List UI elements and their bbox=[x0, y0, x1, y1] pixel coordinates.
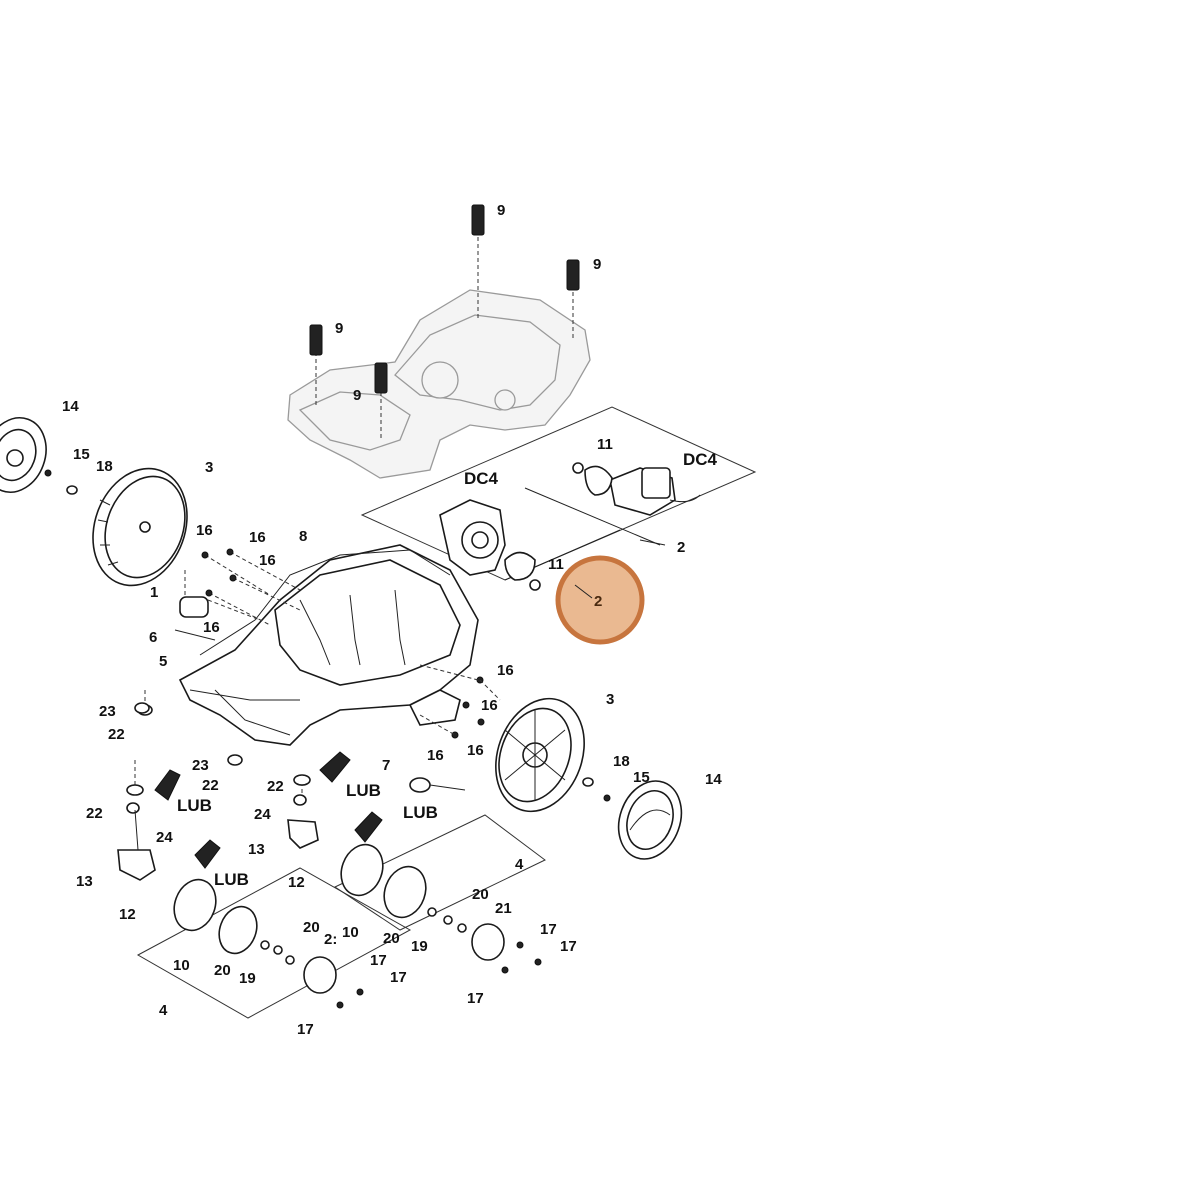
label-16-d: 16 bbox=[203, 619, 220, 636]
caster-pin bbox=[409, 777, 466, 793]
label-16-g: 16 bbox=[427, 747, 444, 764]
label-9-a: 9 bbox=[497, 202, 505, 219]
screw-9-group bbox=[309, 204, 580, 440]
label-1: 1 bbox=[150, 584, 158, 601]
label-24-b: 24 bbox=[156, 829, 173, 846]
label-9-c: 9 bbox=[335, 320, 343, 337]
label-dc4-front: DC4 bbox=[464, 469, 499, 488]
right-hub-cap bbox=[617, 780, 683, 860]
lower-chassis bbox=[178, 544, 479, 746]
label-23-a: 23 bbox=[99, 703, 116, 720]
label-9-b: 9 bbox=[593, 256, 601, 273]
label-lub-d: LUB bbox=[214, 870, 249, 889]
label-23-b: 23 bbox=[192, 757, 209, 774]
label-lub-c: LUB bbox=[403, 803, 438, 822]
hotspot-ring[interactable] bbox=[555, 555, 645, 645]
dc-motor-rear bbox=[572, 462, 701, 516]
right-wheel bbox=[495, 697, 585, 813]
label-13-b: 13 bbox=[76, 873, 93, 890]
label-lub-a: LUB bbox=[177, 796, 212, 815]
label-22-c: 22 bbox=[267, 778, 284, 795]
label-19-b: 19 bbox=[239, 970, 256, 987]
right-caster-assembly bbox=[287, 751, 546, 974]
label-17-a: 17 bbox=[540, 921, 557, 938]
label-8: 8 bbox=[299, 528, 307, 545]
label-22-a: 22 bbox=[108, 726, 125, 743]
label-17-f: 17 bbox=[297, 1021, 314, 1038]
label-7: 7 bbox=[382, 757, 390, 774]
dc-motor-front bbox=[439, 499, 541, 591]
label-21-a: 21 bbox=[495, 900, 512, 917]
label-9-d: 9 bbox=[353, 387, 361, 404]
label-16-a: 16 bbox=[196, 522, 213, 539]
label-22-b: 22 bbox=[202, 777, 219, 794]
label-14-left: 14 bbox=[62, 398, 79, 415]
label-20-d: 20 bbox=[214, 962, 231, 979]
label-3-right: 3 bbox=[606, 691, 614, 708]
label-12-b: 12 bbox=[119, 906, 136, 923]
label-21-b: 2: bbox=[324, 931, 337, 948]
label-11-b: 11 bbox=[548, 556, 564, 573]
label-16-c: 16 bbox=[259, 552, 276, 569]
label-3-left: 3 bbox=[205, 459, 213, 476]
label-15-right: 15 bbox=[633, 769, 650, 786]
label-18-left: 18 bbox=[96, 458, 113, 475]
label-22-d: 22 bbox=[86, 805, 103, 822]
label-5: 5 bbox=[159, 653, 167, 670]
label-11-a: 11 bbox=[597, 436, 613, 453]
label-20-b: 20 bbox=[383, 930, 400, 947]
callout-labels: 1 2 3 3 4 4 5 6 7 8 9 9 9 9 10 10 11 11 … bbox=[62, 202, 722, 1038]
label-16-f: 16 bbox=[481, 697, 498, 714]
bracket-parts bbox=[174, 570, 261, 641]
label-dc4-rear: DC4 bbox=[683, 450, 718, 469]
upper-housing bbox=[287, 289, 591, 479]
label-4-right: 4 bbox=[515, 856, 524, 873]
label-24-a: 24 bbox=[254, 806, 271, 823]
left-hub-cap bbox=[0, 417, 47, 493]
label-15-left: 15 bbox=[73, 446, 90, 463]
label-16-h: 16 bbox=[467, 742, 484, 759]
label-2: 2 bbox=[677, 539, 685, 556]
hotspot-label: 2 bbox=[594, 593, 602, 610]
label-14-right: 14 bbox=[705, 771, 722, 788]
screws-16 bbox=[201, 548, 485, 739]
label-17-d: 17 bbox=[370, 952, 387, 969]
label-19-a: 19 bbox=[411, 938, 428, 955]
left-wheel bbox=[92, 467, 188, 587]
hotspot-part-2[interactable]: 2 bbox=[555, 555, 645, 645]
label-4-left: 4 bbox=[159, 1002, 168, 1019]
label-17-c: 17 bbox=[467, 990, 484, 1007]
label-12-a: 12 bbox=[288, 874, 305, 891]
label-18-right: 18 bbox=[613, 753, 630, 770]
label-16-e: 16 bbox=[497, 662, 514, 679]
label-17-e: 17 bbox=[390, 969, 407, 986]
label-lub-b: LUB bbox=[346, 781, 381, 800]
left-caster-screws bbox=[134, 702, 243, 766]
label-10-b: 10 bbox=[173, 957, 190, 974]
label-13-a: 13 bbox=[248, 841, 265, 858]
label-10-a: 10 bbox=[342, 924, 359, 941]
label-17-b: 17 bbox=[560, 938, 577, 955]
label-16-b: 16 bbox=[249, 529, 266, 546]
label-20-c: 20 bbox=[303, 919, 320, 936]
label-6: 6 bbox=[149, 629, 157, 646]
label-20-a: 20 bbox=[472, 886, 489, 903]
